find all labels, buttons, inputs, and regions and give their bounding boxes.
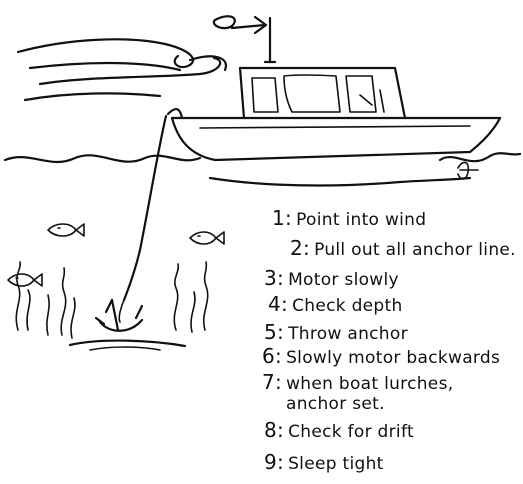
anchor-icon [94,298,144,332]
water-surface [3,152,522,187]
boat-icon [166,16,502,162]
wind-icon [16,15,236,102]
fish-icon [7,273,43,287]
anchor-line [118,114,168,323]
fish-icon [47,223,85,237]
sea-floor [68,339,187,351]
wind-direction-arrow-icon [230,15,268,35]
propeller-icon [457,161,479,180]
fish-icon [189,231,225,245]
